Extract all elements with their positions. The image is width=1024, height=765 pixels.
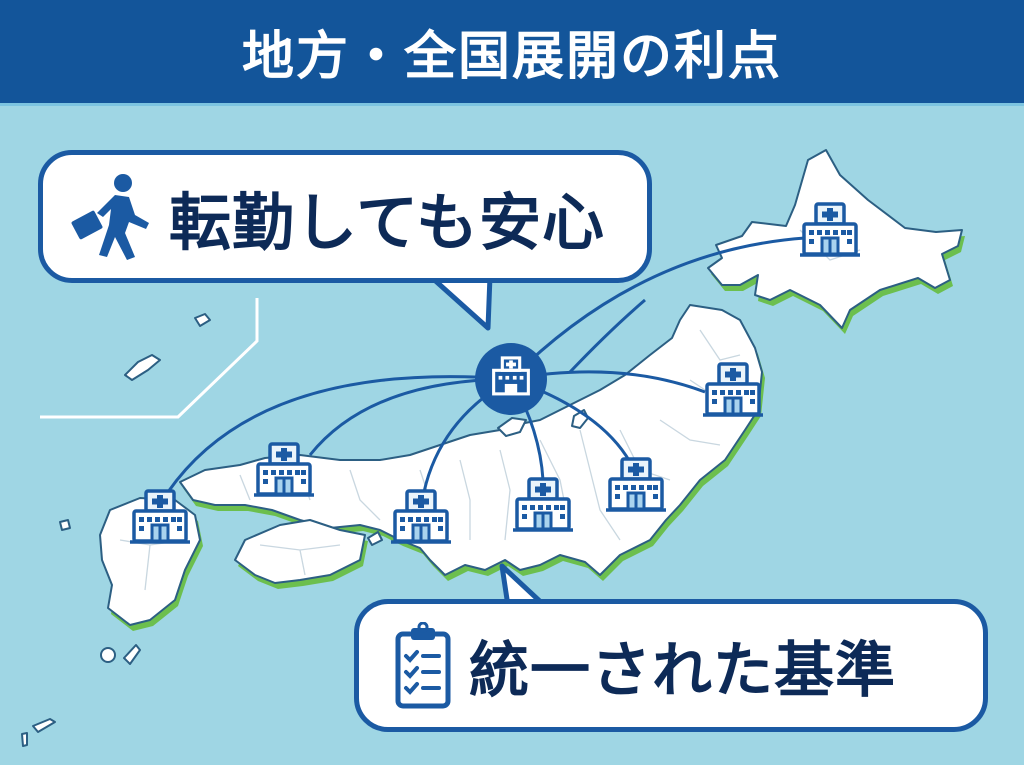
- goto-island: [59, 519, 71, 531]
- connection-line-kyushu: [166, 375, 512, 493]
- amami-island: [32, 718, 56, 733]
- inset-border-line: [40, 298, 259, 419]
- oki-island: [194, 313, 211, 327]
- page-header: 地方・全国展開の利点: [0, 0, 1024, 106]
- tanegashima: [123, 644, 141, 665]
- clipboard-checklist-icon: [395, 621, 451, 708]
- callout-transfer-text: 転勤しても安心: [169, 185, 606, 259]
- yakushima: [100, 647, 116, 663]
- callout-standard-text: 統一された基準: [469, 636, 896, 706]
- central-hospital-hub: [475, 343, 547, 415]
- walking-businessperson-icon: [71, 173, 149, 260]
- page-title: 地方・全国展開の利点: [241, 27, 782, 87]
- connection-line-hokkaido: [509, 236, 806, 381]
- hospital-icon-chugoku: [252, 442, 316, 497]
- awaji-island: [367, 531, 383, 546]
- tsushima-island: [124, 354, 161, 381]
- noto-peninsula: [497, 417, 527, 437]
- callout-tail-transfer: [427, 273, 493, 331]
- connection-line-callout: [568, 298, 646, 374]
- small-island: [21, 732, 28, 747]
- callout-standard: 統一された基準: [354, 599, 988, 732]
- callout-transfer: 転勤しても安心: [38, 150, 652, 283]
